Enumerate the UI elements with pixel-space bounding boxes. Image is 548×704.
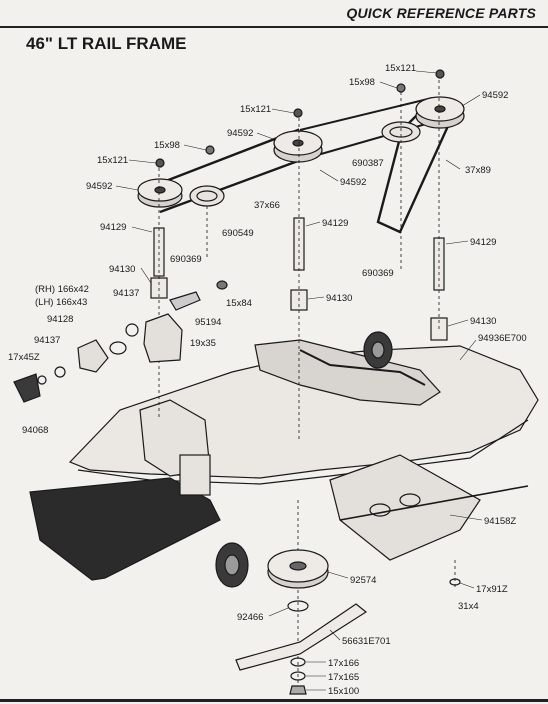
- part-label-p02: 15x98: [349, 77, 375, 88]
- part-label-p36: 31x4: [458, 601, 479, 612]
- bracket-19x35: [143, 313, 183, 363]
- part-label-p31: 17x45Z: [8, 352, 40, 363]
- spindle-left: [150, 227, 168, 299]
- part-label-p38: 56631E701: [342, 636, 391, 647]
- part-label-p16: 94129: [470, 237, 497, 248]
- header-bar: QUICK REFERENCE PARTS: [0, 0, 548, 28]
- part-label-p40: 17x165: [328, 672, 360, 683]
- part-label-p21: (LH) 166x43: [35, 297, 88, 308]
- part-label-p32: 94068: [22, 425, 49, 436]
- part-label-p07: 690387: [352, 158, 384, 169]
- part-label-p19: 94130: [109, 264, 136, 275]
- part-label-p39: 17x166: [328, 658, 360, 669]
- page-title: 46" LT RAIL FRAME: [26, 34, 187, 53]
- part-label-p41: 15x100: [328, 686, 360, 697]
- part-label-p22: 94137: [113, 288, 140, 299]
- part-label-p34: 92574: [350, 575, 377, 586]
- part-label-p10: 94592: [340, 177, 367, 188]
- part-label-p05: 94592: [227, 128, 254, 139]
- part-label-p27: 94130: [470, 316, 497, 327]
- pulley-center: [273, 130, 323, 163]
- part-label-p12: 37x66: [254, 200, 280, 211]
- part-label-p28: 94137: [34, 335, 61, 346]
- part-label-p08: 15x121: [97, 155, 129, 166]
- part-label-p17: 690369: [170, 254, 202, 265]
- part-label-p33: 94158Z: [484, 516, 517, 527]
- blade-56631E701: [235, 603, 368, 671]
- part-label-p15: 94129: [322, 218, 349, 229]
- pulley-left: [137, 178, 183, 208]
- bottom-rule: [0, 699, 548, 702]
- spindle-right: [430, 237, 448, 341]
- part-label-p01: 15x121: [385, 63, 417, 74]
- part-label-p06: 15x98: [154, 140, 180, 151]
- part-label-p25: 94128: [47, 314, 74, 325]
- part-label-p03: 94592: [482, 90, 509, 101]
- part-label-p13: 690549: [222, 228, 254, 239]
- blade-adapter: [267, 549, 329, 589]
- part-label-p37: 92466: [237, 612, 264, 623]
- lift-rod: [339, 485, 529, 521]
- part-label-p23: 15x84: [226, 298, 252, 309]
- part-label-p30: 94936E700: [478, 333, 527, 344]
- pulley-right: [415, 96, 465, 129]
- part-label-p35: 17x91Z: [476, 584, 508, 595]
- part-label-p24: 94130: [326, 293, 353, 304]
- part-label-p14: 94129: [100, 222, 127, 233]
- part-label-p18: 690369: [362, 268, 394, 279]
- part-label-p09: 37x89: [465, 165, 491, 176]
- part-label-p11: 94592: [86, 181, 113, 192]
- idler-arm: [254, 339, 441, 406]
- idler-pulley-690549: [189, 185, 225, 207]
- part-label-p04: 15x121: [240, 104, 272, 115]
- part-label-p20: (RH) 166x42: [35, 284, 89, 295]
- section-title: QUICK REFERENCE PARTS: [346, 5, 536, 21]
- part-label-p29: 19x35: [190, 338, 216, 349]
- discharge-chute: [29, 477, 221, 581]
- part-label-p26: 95194: [195, 317, 222, 328]
